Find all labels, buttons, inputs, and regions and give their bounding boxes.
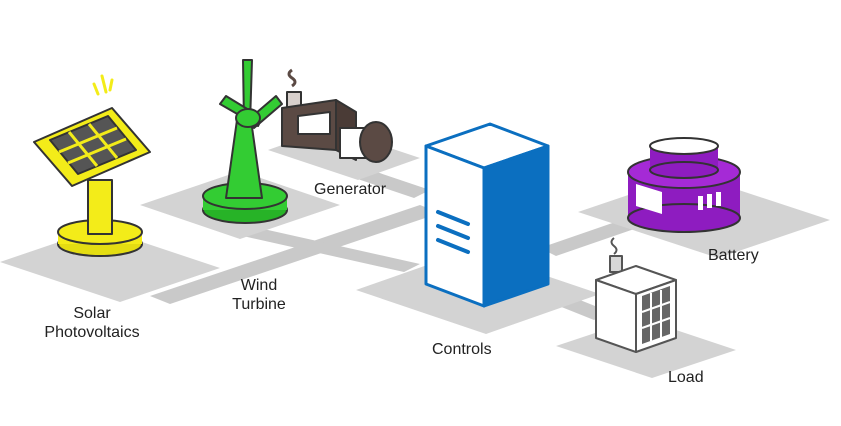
path-solar-controls	[150, 205, 440, 304]
wind-label: Wind Turbine	[214, 276, 304, 314]
controls-label: Controls	[432, 341, 492, 358]
solar-label-line2: Photovoltaics	[44, 324, 140, 341]
controls-cabinet-icon	[424, 122, 550, 308]
generator-label: Generator	[314, 181, 387, 198]
wind-turbine-icon	[202, 59, 288, 224]
building-icon	[595, 237, 677, 353]
battery-label: Battery	[708, 247, 759, 264]
wind-label-line1: Wind	[240, 277, 278, 294]
battery-icon	[627, 137, 741, 233]
solar-panel-icon	[33, 74, 151, 257]
solar-label-line1: Solar	[73, 305, 111, 322]
load-label: Load	[668, 369, 704, 386]
solar-ground	[0, 228, 220, 302]
solar-label: Solar Photovoltaics	[22, 304, 162, 342]
path-wind-controls	[234, 226, 420, 272]
generator-icon	[281, 68, 393, 163]
wind-label-line2: Turbine	[232, 296, 286, 313]
